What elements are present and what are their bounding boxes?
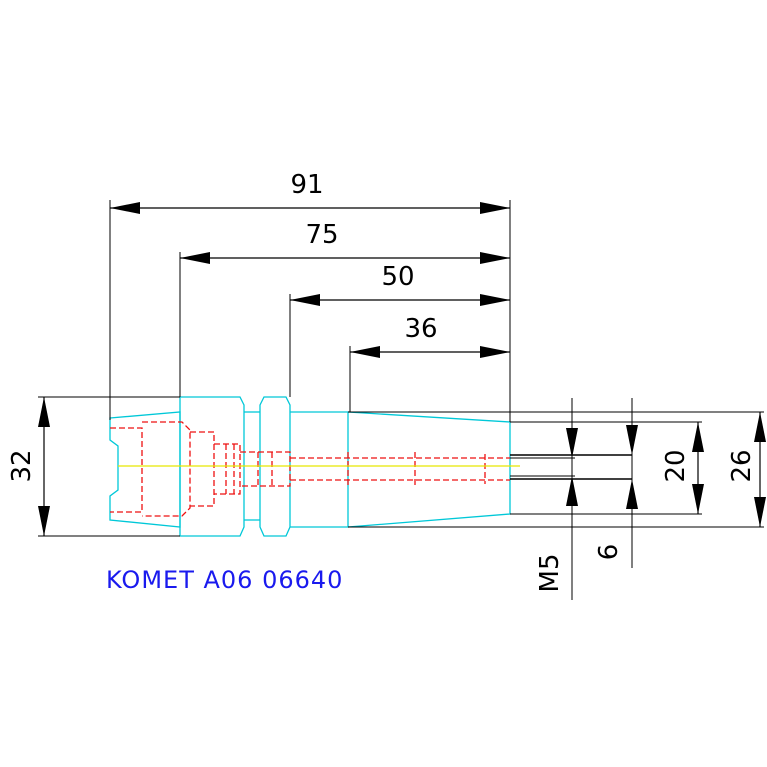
dimension-32: 32: [7, 397, 50, 536]
hidden-lines: [110, 421, 510, 517]
dim-32-label: 32: [7, 449, 37, 482]
dimension-26: 26: [727, 412, 766, 527]
arrow-36-left: [350, 346, 380, 358]
arrow-50-left: [290, 294, 320, 306]
extension-lines: [38, 200, 764, 600]
dim-m5-label: M5: [535, 554, 565, 593]
dim-50-label: 50: [381, 262, 414, 292]
dimension-50: 50: [290, 262, 510, 306]
dimension-36: 36: [350, 314, 510, 358]
hidden-step-2: [240, 451, 291, 487]
hidden-step-1: [214, 443, 241, 495]
tip-bore-lines: [510, 454, 632, 480]
arrow-m5-bottom: [566, 476, 578, 506]
arrow-32-top: [38, 397, 50, 427]
arrow-50-right: [480, 294, 510, 306]
dimension-75: 75: [180, 220, 510, 264]
arrow-26-top: [754, 412, 766, 442]
arrow-20-top: [692, 422, 704, 452]
arrow-75-right: [480, 252, 510, 264]
arrow-75-left: [180, 252, 210, 264]
hidden-rear-cavity: [142, 421, 191, 517]
hidden-rear-bore: [110, 427, 143, 513]
dim-6-label: 6: [594, 544, 624, 561]
dim-91-label: 91: [290, 170, 323, 200]
arrow-36-right: [480, 346, 510, 358]
arrow-32-bottom: [38, 506, 50, 536]
dimension-m5: M5: [535, 428, 578, 592]
hidden-mid-cavity: [190, 431, 215, 507]
dim-75-label: 75: [305, 220, 338, 250]
arrow-6-bottom: [626, 479, 638, 509]
dimension-20: 20: [661, 422, 704, 514]
dimension-91: 91: [110, 170, 510, 214]
rear-collar-outline: [109, 411, 181, 528]
arrow-91-left: [110, 202, 140, 214]
dimension-6: 6: [594, 425, 638, 560]
hidden-through-bore: [290, 457, 510, 481]
taper-outline: [347, 411, 511, 528]
dim-36-label: 36: [404, 314, 437, 344]
arrow-6-top: [626, 425, 638, 455]
arrow-m5-top: [566, 428, 578, 458]
part-label: KOMET A06 06640: [106, 566, 343, 594]
arrow-26-bottom: [754, 497, 766, 527]
arrow-91-right: [480, 202, 510, 214]
arrow-20-bottom: [692, 484, 704, 514]
dim-20-label: 20: [661, 449, 691, 482]
neck-outline: [290, 411, 349, 528]
dim-26-label: 26: [727, 449, 757, 482]
